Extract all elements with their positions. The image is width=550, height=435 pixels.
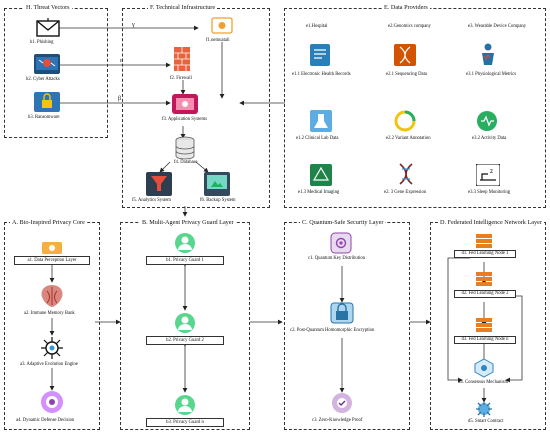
dynamic-defense-icon [41, 391, 63, 413]
activity-data-icon [477, 111, 497, 131]
f4-f6-arrow [195, 161, 209, 173]
ehr-icon [310, 44, 330, 66]
immune-memory-icon [41, 285, 63, 307]
physiological-icon [482, 43, 494, 65]
quantum-c2-label: c2. Post-Quantum Homomorphic Encryption [290, 328, 375, 333]
fed-node-2-icon [476, 272, 492, 286]
variant-annotation-icon [394, 110, 416, 132]
provider-e1-3: e1.3 Medical Imaging [298, 190, 340, 195]
guard-b2-box: b2. Privacy Guard 2 [146, 336, 224, 345]
provider-e2-1: e2.1 Sequencing Data [386, 72, 428, 77]
guard-b1-box: b1. Privacy Guard 1 [146, 256, 224, 265]
adaptive-evolution-icon [41, 337, 63, 359]
data-providers-title: E. Data Providers [382, 4, 430, 11]
bio-a1-box: a1. Data Perception Layer [14, 256, 90, 265]
beta-label: β [118, 96, 122, 102]
d-loop-left [447, 257, 470, 383]
privacy-guard-n-icon [175, 395, 195, 415]
fed-node-n-icon [476, 318, 492, 332]
zero-knowledge-icon [332, 393, 352, 413]
sleep-monitoring-icon: z [476, 164, 500, 186]
fed-d5-label: d5. Smart Contract [468, 419, 504, 424]
firewall-icon [174, 47, 190, 71]
privacy-guard-1-icon [175, 233, 195, 253]
analytics-icon [146, 172, 172, 196]
quantum-c3-label: c3. Zero-Knowledge Proof [312, 418, 363, 423]
data-perception-icon [42, 242, 62, 254]
fed-d4-label: d4. Consensus Mechanism [458, 380, 509, 385]
privacy-guard-2-icon [175, 313, 195, 333]
threat-vectors-title: H. Threat Vectors [24, 4, 72, 11]
bio-a4-label: a4. Dynamic Defense Decision [16, 418, 75, 423]
sequencing-icon [394, 44, 416, 66]
infra-label-f1: f1.nemuatali [206, 38, 230, 43]
nematodes-icon [211, 17, 233, 34]
provider-e3-1: e3.1 Physiological Metrics [466, 72, 517, 77]
cyber-attack-icon [34, 54, 60, 74]
quantum-c1-label: c1. Quantum Key Distribution [308, 256, 366, 261]
technical-infrastructure-title: F. Technical Infrastructure [148, 4, 218, 11]
database-icon [175, 136, 195, 160]
bio-a2-label: a2. Immune Memory Bank [24, 311, 75, 316]
consensus-icon [474, 358, 494, 378]
fed-d1-box: d1. Fed Learning Node 1 [454, 250, 516, 258]
quantum-key-icon [330, 232, 352, 254]
backup-icon [204, 172, 230, 196]
provider-e2-3: e2. 3 Gene Expression [384, 190, 427, 195]
lab-data-icon [310, 110, 332, 132]
gene-expression-icon [399, 163, 413, 185]
homomorphic-encryption-icon [330, 302, 354, 324]
alpha-label: α [120, 58, 124, 64]
threat-label-ransomware: h3. Ransomware [28, 115, 60, 120]
multi-agent-title: B. Multi-Agent Privacy Guard Layer [140, 219, 236, 226]
application-systems-icon [172, 94, 198, 114]
infra-label-f4: f4. Database [174, 160, 198, 165]
f4-f5-arrow [159, 161, 171, 173]
infra-label-f5: f5. Analytics System [132, 198, 171, 203]
threat-label-cyber-attacks: h2. Cyber Attacks [26, 77, 60, 82]
bio-a3-label: a3. Adaptive Evolution Engine [20, 362, 78, 367]
infra-label-f3: f3. Application Systems [162, 117, 207, 122]
provider-e2-2: e2.2 Variant Annotation [386, 136, 431, 141]
fed-d3-box: d3. Fed Learning Node n [454, 336, 516, 344]
provider-header-hospital: e1.Hospital [306, 24, 328, 29]
infra-label-f6: f6. Backup System [200, 198, 236, 203]
provider-header-wearable: e3. Wearable Device Company [468, 24, 527, 29]
medical-imaging-icon [310, 164, 332, 186]
provider-e1-1: e1.1 Electronic Health Records [292, 72, 351, 77]
infra-label-f2: f2. Firewall [170, 76, 192, 81]
fed-d2-box: d2. Fed Learning Node 2 [454, 290, 516, 298]
guard-b3-box: b3. Privacy Guard n [146, 418, 224, 427]
smart-contract-icon [476, 401, 492, 417]
quantum-safe-title: C. Quantum-Safe Security Layer [300, 219, 386, 226]
gamma-label: γ [132, 22, 135, 28]
provider-e1-2: e1.2 Clinical Lab Data [296, 136, 339, 141]
svg-text:z: z [490, 169, 493, 175]
provider-e3-3: e3.3 Sleep Monitoring [468, 190, 511, 195]
provider-header-genomics: e2.Genomics company [388, 24, 431, 29]
phishing-icon [36, 18, 60, 37]
ransomware-icon [34, 92, 60, 112]
provider-e3-2: e3.2 Activity Data [472, 136, 507, 141]
fed-node-1-icon [476, 234, 492, 248]
federated-title: D. Federated Intelligence Network Layer [438, 219, 544, 226]
bio-privacy-core-title: A. Bio-Inspired Privacy Core [10, 219, 87, 226]
threat-label-phishing: h1. Phishing [30, 40, 54, 45]
